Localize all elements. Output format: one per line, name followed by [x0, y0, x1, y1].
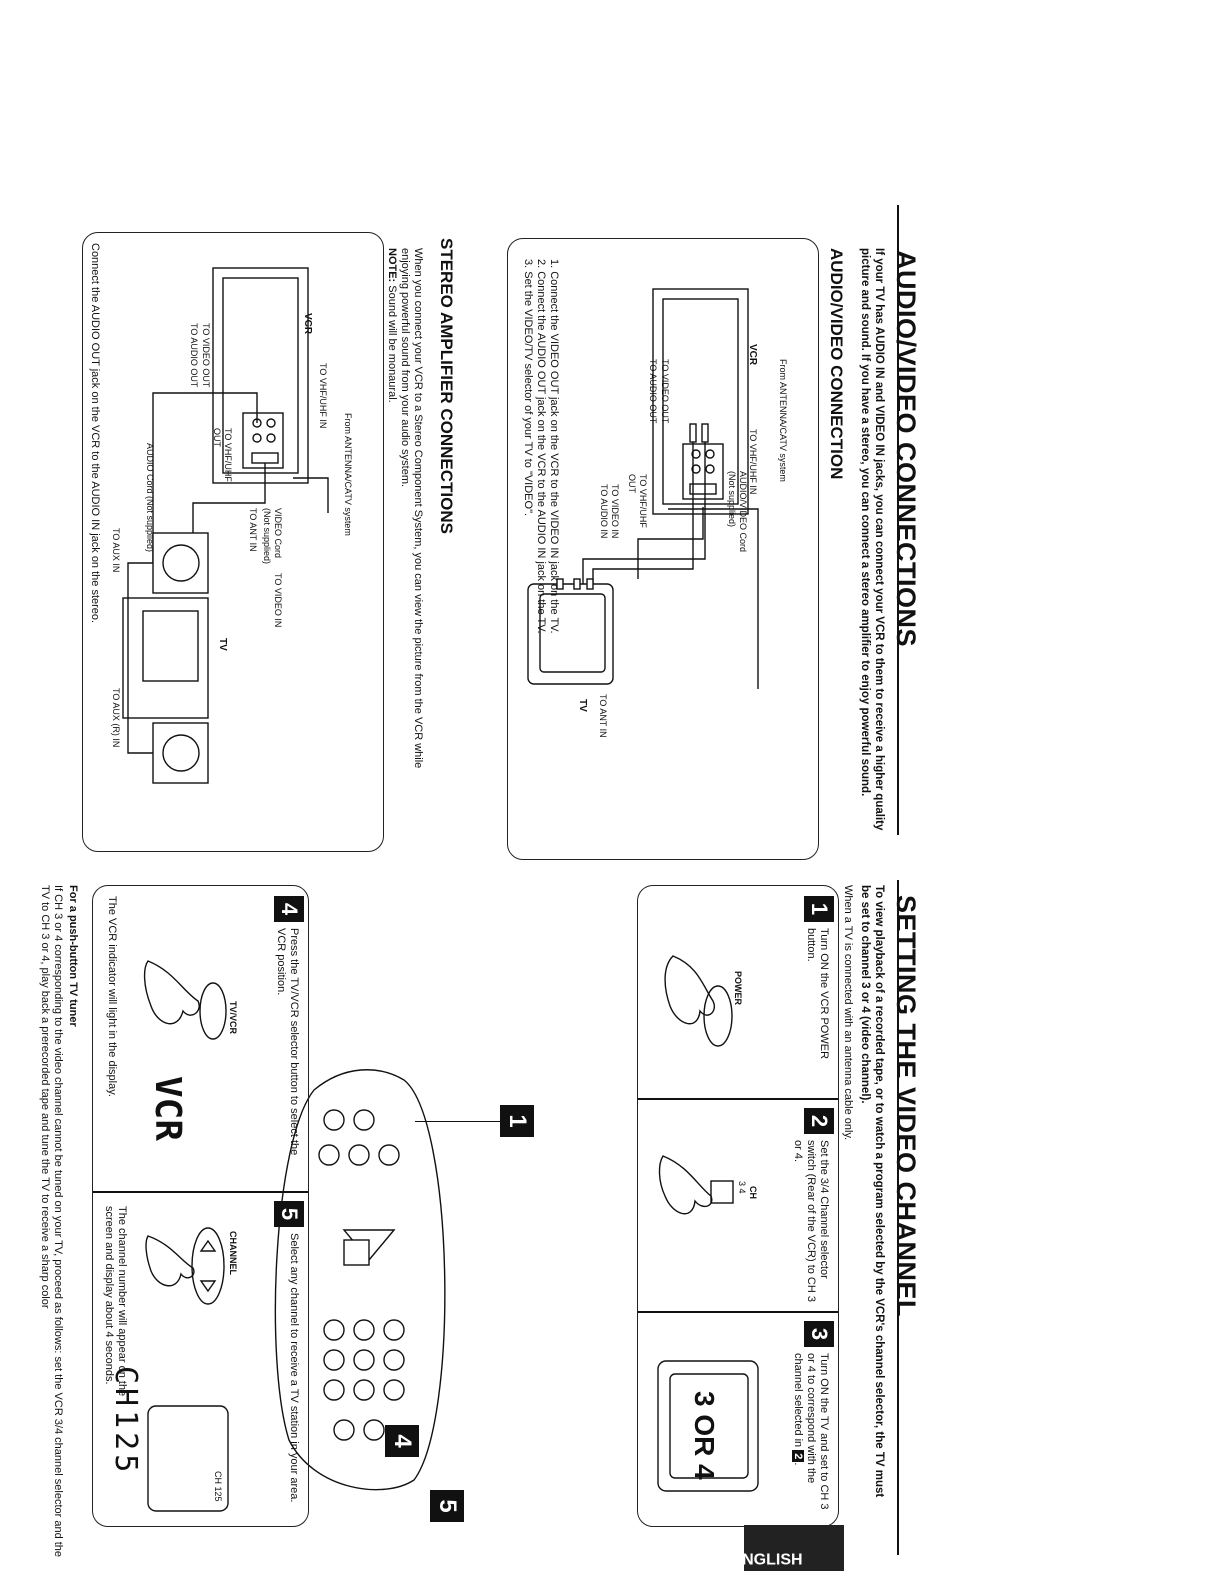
av-step-2: 2. Connect the AUDIO OUT jack on the VCR… [535, 259, 547, 634]
tvvcr-button-icon [143, 960, 227, 1040]
step-4-caption: The VCR indicator will light in the disp… [106, 896, 118, 1097]
st-label-video-cord: VIDEO Cord [273, 508, 283, 559]
channel-switch-icon [658, 1155, 734, 1215]
st-label-vcr: VCR [302, 313, 313, 335]
label-antenna: From ANTENNA/CATV system [778, 359, 788, 482]
push-button-text: If CH 3 or 4 corresponding to the video … [39, 885, 64, 1558]
label-to-audio-in: TO AUDIO IN [599, 484, 609, 539]
av-step-1: 1. Connect the VIDEO OUT jack on the VCR… [548, 259, 560, 634]
st-label-to-video-in: TO VIDEO IN [273, 573, 283, 628]
st-label-to-vhf-out: TO VHF/UHF [223, 428, 233, 482]
step-3-text: Turn ON the TV and set to CH 3 or 4 to c… [792, 1353, 830, 1510]
label-av-cord: AUDIO/VIDEO Cord [738, 471, 748, 553]
tv-channel-display: 3 OR 4 [689, 1391, 720, 1480]
tv-screen-icon [657, 1360, 759, 1492]
label-to-ant-in: TO ANT IN [598, 694, 608, 738]
st-label-audio-cord: AUDIO Cord (Not supplied) [145, 443, 155, 553]
label-out: OUT [627, 474, 637, 493]
divider-2-3 [638, 1311, 838, 1313]
callout-1: 1 [500, 1105, 534, 1137]
st-label-antenna: From ANTENNA/CATV system [343, 413, 353, 536]
tv-screen-channel: CH 125 [213, 1471, 223, 1502]
label-tv: TV [577, 699, 588, 712]
st-label-to-aux-r-in: TO AUX (R) IN [111, 688, 121, 748]
steps-1-3-panel: 1 Turn ON the VCR POWER button. POWER 2 … [637, 885, 839, 1527]
av-connection-heading: AUDIO/VIDEO CONNECTION [827, 248, 846, 480]
step-1-text: Turn ON the VCR POWER button. [805, 928, 830, 1060]
step-3-number: 3 [804, 1321, 834, 1347]
title-rule-left [897, 205, 899, 835]
step-3-ref: 2 [792, 1450, 804, 1463]
label-vcr: VCR [747, 344, 758, 366]
callout-5: 5 [430, 1490, 464, 1522]
label-to-vhf-out: TO VHF/UHF [638, 474, 648, 528]
st-label-tv: TV [217, 638, 228, 651]
title-rule-right [897, 880, 899, 1555]
label-to-vhf-in: TO VHF/UHF IN [748, 429, 758, 495]
steps-4-5-panel: 4 Press the TV/VCR selector button to se… [92, 885, 309, 1527]
label-to-video-out: TO VIDEO OUT [660, 359, 670, 424]
st-label-to-aux-in: TO AUX IN [111, 528, 121, 573]
step-2-number: 2 [804, 1108, 834, 1134]
step-4-text: Press the TV/VCR selector button to sele… [275, 928, 300, 1156]
channel-buttons-icon [145, 1227, 225, 1305]
stereo-panel: From ANTENNA/CATV system TO VHF/UHF IN V… [82, 232, 384, 852]
av-intro: If your TV has AUDIO IN and VIDEO IN jac… [859, 248, 885, 831]
av-connection-panel: From ANTENNA/CATV system VCR TO VHF/UHF … [507, 238, 819, 860]
vcr-indicator-display: VCR [147, 1076, 188, 1142]
st-label-not-supplied: (Not supplied) [262, 508, 272, 565]
step-1-number: 1 [804, 896, 834, 922]
divider-4-5 [93, 1191, 308, 1193]
av-connections-title: AUDIO/VIDEO CONNECTIONS [891, 250, 921, 648]
stereo-note: NOTE: Sound will be monaural. [385, 248, 398, 808]
note-text: Sound will be monaural. [386, 285, 398, 403]
st-label-out: OUT [212, 428, 222, 447]
av-step-3: 3. Set the VIDEO/TV selector of your TV … [522, 259, 534, 517]
st-label-to-vhf-in: TO VHF/UHF IN [318, 363, 328, 429]
callout-4: 4 [385, 1425, 419, 1457]
stereo-caption: Connect the AUDIO OUT jack on the VCR to… [89, 243, 101, 624]
step-5-number: 5 [274, 1201, 304, 1227]
setting-video-channel-title: SETTING THE VIDEO CHANNEL [891, 895, 921, 1318]
st-label-to-video-out: TO VIDEO OUT [201, 323, 211, 388]
callout-1-leader [415, 1121, 500, 1123]
stereo-body: When you connect your VCR to a Stereo Co… [399, 248, 424, 769]
step-5-caption: The channel number will appear on the sc… [103, 1206, 128, 1397]
video-channel-intro: To view playback of a recorded tape, or … [859, 885, 885, 1498]
label-not-supplied: (Not supplied) [727, 471, 737, 528]
av-connection-diagram [527, 288, 759, 689]
label-to-video-in: TO VIDEO IN [610, 484, 620, 539]
step-3-text-main: Turn ON the TV and set to CH 3 or 4 to c… [792, 1353, 830, 1510]
antenna-note: When a TV is connected with an antenna c… [842, 885, 854, 1141]
st-label-to-ant-in: TO ANT IN [248, 508, 258, 552]
power-button-icon [664, 955, 733, 1047]
label-to-audio-out: TO AUDIO OUT [648, 359, 658, 424]
remote-control-icon [274, 1069, 446, 1491]
step-2-text: Set the 3/4 Channel selector switch (Rea… [792, 1140, 830, 1302]
push-button-heading: For a push-button TV tuner [67, 885, 79, 1027]
language-tab-label: ENGLISH [731, 1551, 803, 1569]
step-4-number: 4 [274, 896, 304, 922]
step-5-text: Select any channel to receive a TV stati… [288, 1233, 300, 1503]
stereo-heading: STEREO AMPLIFIER CONNECTIONS [437, 238, 456, 534]
tv-screen-small-icon [147, 1405, 229, 1512]
divider-1-2 [638, 1098, 838, 1100]
language-tab: ENGLISH [731, 1525, 844, 1571]
ch-selector-label: CH [748, 1186, 758, 1199]
stereo-diagram [122, 267, 329, 784]
note-label: NOTE: [386, 248, 398, 283]
st-label-to-audio-out: TO AUDIO OUT [189, 323, 199, 388]
